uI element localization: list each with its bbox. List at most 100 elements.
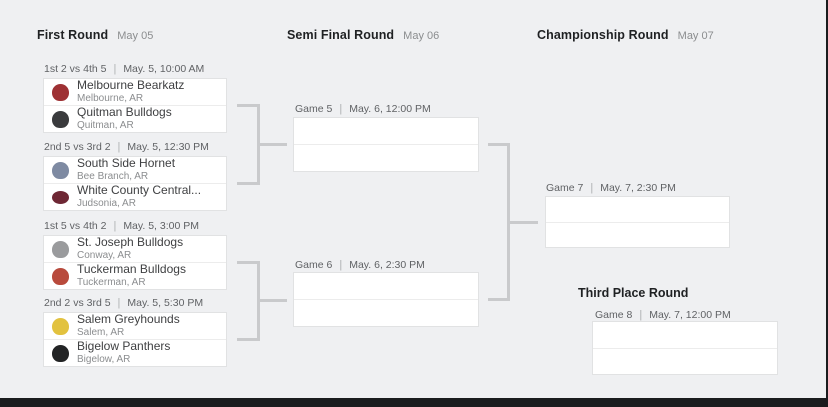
team-name: Salem Greyhounds	[77, 313, 180, 327]
team-row-south-side-hornet[interactable]: South Side Hornet Bee Branch, AR	[44, 157, 226, 183]
team-name: Quitman Bulldogs	[77, 106, 172, 120]
team-location: Bigelow, AR	[77, 354, 131, 366]
match1-box: Melbourne Bearkatz Melbourne, AR Quitman…	[43, 78, 227, 133]
bottom-bar	[0, 398, 828, 407]
team-row-quitman-bulldogs[interactable]: Quitman Bulldogs Quitman, AR	[44, 105, 226, 132]
game7-name: Game 7	[546, 182, 584, 194]
team-name: St. Joseph Bulldogs	[77, 236, 184, 250]
greyhound-logo-icon	[52, 317, 69, 335]
game6-slot-top	[294, 273, 478, 299]
game5-box	[293, 117, 479, 172]
team-name: Bigelow Panthers	[77, 340, 171, 354]
tuckerman-bulldog-logo-icon	[52, 267, 69, 285]
team-row-st-joseph-bulldogs[interactable]: St. Joseph Bulldogs Conway, AR	[44, 236, 226, 262]
match3-label: 1st 5 vs 4th 2 | May. 5, 3:00 PM	[44, 220, 199, 232]
championship-round-title: Championship Round	[537, 28, 669, 42]
team-row-bigelow-panthers[interactable]: Bigelow Panthers Bigelow, AR	[44, 339, 226, 366]
team-row-melbourne-bearkatz[interactable]: Melbourne Bearkatz Melbourne, AR	[44, 79, 226, 105]
game8-label: Game 8 | May. 7, 12:00 PM	[595, 309, 731, 321]
divider: |	[113, 220, 117, 232]
team-row-white-county-central[interactable]: White County Central... Judsonia, AR	[44, 183, 226, 210]
connector-match4-stub	[237, 338, 260, 341]
team-row-salem-greyhounds[interactable]: Salem Greyhounds Salem, AR	[44, 313, 226, 339]
team-location: Quitman, AR	[77, 120, 134, 132]
match3-datetime: May. 5, 3:00 PM	[123, 220, 199, 232]
first-round-header: First Round May 05	[37, 28, 153, 42]
championship-round-date: May 07	[677, 30, 714, 42]
game7-label: Game 7 | May. 7, 2:30 PM	[546, 182, 676, 194]
game5-slot-top	[294, 118, 478, 144]
divider: |	[339, 103, 343, 115]
team-location: Conway, AR	[77, 250, 132, 262]
team-location: Bee Branch, AR	[77, 171, 149, 183]
divider: |	[590, 182, 594, 194]
semi-final-round-title: Semi Final Round	[287, 28, 395, 42]
game6-label: Game 6 | May. 6, 2:30 PM	[295, 259, 425, 271]
connector-match3-stub	[237, 261, 260, 264]
game8-slot-bottom	[593, 347, 777, 375]
game6-name: Game 6	[295, 259, 333, 271]
match1-label: 1st 2 vs 4th 5 | May. 5, 10:00 AM	[44, 63, 204, 75]
team-location: Melbourne, AR	[77, 93, 144, 105]
team-name: Tuckerman Bulldogs	[77, 263, 186, 277]
panther-logo-icon	[52, 344, 69, 362]
game7-slot-top	[546, 197, 729, 222]
game5-slot-bottom	[294, 144, 478, 171]
match1-seeds: 1st 2 vs 4th 5	[44, 63, 107, 75]
connector-bracketB-out	[257, 299, 287, 302]
divider: |	[339, 259, 343, 271]
game8-box	[592, 321, 778, 375]
team-row-tuckerman-bulldogs[interactable]: Tuckerman Bulldogs Tuckerman, AR	[44, 262, 226, 289]
game8-datetime: May. 7, 12:00 PM	[649, 309, 731, 321]
game8-slot-top	[593, 322, 777, 348]
connector-bracketA-out	[257, 143, 287, 146]
match3-seeds: 1st 5 vs 4th 2	[44, 220, 107, 232]
game7-slot-bottom	[546, 221, 729, 248]
bearkatz-logo-icon	[52, 83, 69, 101]
match4-label: 2nd 2 vs 3rd 5 | May. 5, 5:30 PM	[44, 297, 203, 309]
divider: |	[117, 141, 121, 153]
match2-seeds: 2nd 5 vs 3rd 2	[44, 141, 111, 153]
hornet-logo-icon	[52, 161, 69, 179]
game7-datetime: May. 7, 2:30 PM	[600, 182, 676, 194]
first-round-date: May 05	[117, 30, 154, 42]
match2-datetime: May. 5, 12:30 PM	[127, 141, 209, 153]
match2-box: South Side Hornet Bee Branch, AR White C…	[43, 156, 227, 211]
connector-game5-stub	[488, 143, 510, 146]
connector-bracketC-out	[507, 221, 538, 224]
team-name: South Side Hornet	[77, 157, 176, 171]
connector-match2-stub	[237, 182, 260, 185]
match2-label: 2nd 5 vs 3rd 2 | May. 5, 12:30 PM	[44, 141, 209, 153]
connector-game6-stub	[488, 298, 510, 301]
divider: |	[113, 63, 117, 75]
championship-round-header: Championship Round May 07	[537, 28, 714, 42]
semi-final-round-header: Semi Final Round May 06	[287, 28, 439, 42]
first-round-title: First Round	[37, 28, 109, 42]
third-place-round-title: Third Place Round	[578, 286, 689, 300]
match3-box: St. Joseph Bulldogs Conway, AR Tuckerman…	[43, 235, 227, 290]
game6-box	[293, 272, 479, 327]
semi-final-round-date: May 06	[403, 30, 440, 42]
game5-label: Game 5 | May. 6, 12:00 PM	[295, 103, 431, 115]
team-location: Salem, AR	[77, 327, 125, 339]
white-county-logo-icon	[52, 190, 69, 204]
connector-match1-stub	[237, 104, 260, 107]
game6-slot-bottom	[294, 299, 478, 326]
game5-name: Game 5	[295, 103, 333, 115]
team-name: White County Central...	[77, 184, 202, 198]
divider: |	[639, 309, 643, 321]
team-location: Judsonia, AR	[77, 198, 136, 210]
divider: |	[117, 297, 121, 309]
game8-name: Game 8	[595, 309, 633, 321]
game6-datetime: May. 6, 2:30 PM	[349, 259, 425, 271]
game7-box	[545, 196, 730, 248]
bulldog-logo-icon	[52, 110, 69, 128]
team-location: Tuckerman, AR	[77, 277, 146, 289]
match4-datetime: May. 5, 5:30 PM	[127, 297, 204, 309]
team-name: Melbourne Bearkatz	[77, 79, 185, 93]
match1-datetime: May. 5, 10:00 AM	[123, 63, 205, 75]
game5-datetime: May. 6, 12:00 PM	[349, 103, 431, 115]
match4-seeds: 2nd 2 vs 3rd 5	[44, 297, 111, 309]
match4-box: Salem Greyhounds Salem, AR Bigelow Panth…	[43, 312, 227, 367]
